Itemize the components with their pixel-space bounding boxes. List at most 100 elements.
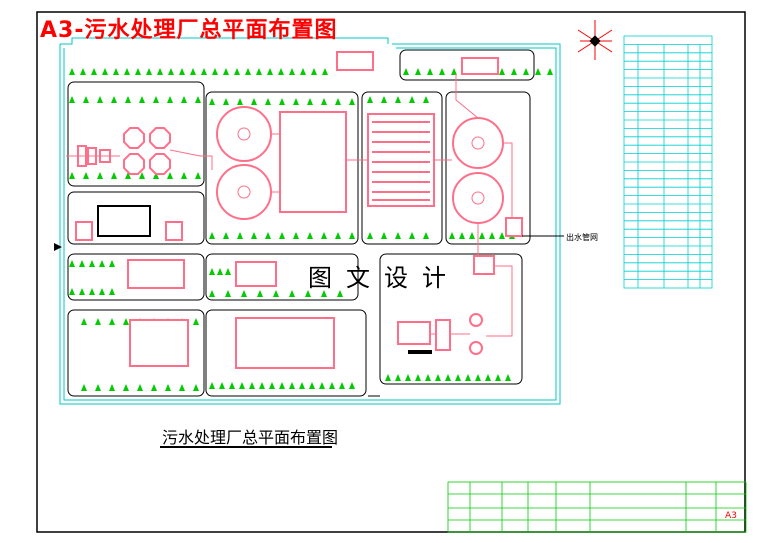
tree-icon <box>217 268 223 275</box>
page-title: A3-污水处理厂总平面布置图 <box>40 18 338 43</box>
tree-icon <box>321 232 327 239</box>
tree-icon <box>279 232 285 239</box>
serpentine-baffles <box>372 121 430 201</box>
tree-icon <box>79 288 85 295</box>
tree-icon <box>79 260 85 267</box>
tree-icon <box>113 68 119 75</box>
tree-icon <box>83 172 89 179</box>
tree-icon <box>157 68 163 75</box>
tree-icon <box>335 98 341 105</box>
tree-icon <box>223 232 229 239</box>
title-block-scale: A3 <box>725 511 737 520</box>
tree-icon <box>241 290 247 297</box>
tree-icon <box>223 98 229 105</box>
tree-icon <box>305 290 311 297</box>
tree-icon <box>321 98 327 105</box>
tree-icon <box>97 96 103 103</box>
tree-icon <box>469 232 475 239</box>
tree-icon <box>311 68 317 75</box>
grit-chamber-2 <box>149 127 171 149</box>
tree-icon <box>319 382 325 389</box>
tree-icon <box>395 232 401 239</box>
tree-icon <box>511 68 517 75</box>
tree-icon <box>267 68 273 75</box>
tree-icon <box>423 232 429 239</box>
tree-icon <box>367 96 373 103</box>
tree-icon <box>265 232 271 239</box>
tree-icon <box>165 384 171 391</box>
tree-icon <box>423 96 429 103</box>
tree-icon <box>124 68 130 75</box>
tree-icon <box>193 318 199 325</box>
tree-icon <box>451 68 457 75</box>
sludge-pump <box>435 319 451 351</box>
tree-icon <box>195 96 201 103</box>
tree-icon <box>505 374 511 381</box>
tree-icon <box>475 374 481 381</box>
tree-icon <box>409 232 415 239</box>
tree-icon <box>289 290 295 297</box>
tree-icon <box>95 318 101 325</box>
tree-icon <box>321 290 327 297</box>
north-arrow <box>577 20 613 60</box>
tree-icon <box>455 374 461 381</box>
sludge-tank-1 <box>469 313 483 327</box>
tree-icon <box>289 382 295 389</box>
pump-house-lower <box>473 255 495 275</box>
tree-icon <box>278 68 284 75</box>
black-marker <box>408 350 432 354</box>
tree-icon <box>427 68 433 75</box>
tree-icon <box>307 98 313 105</box>
tree-icon <box>495 374 501 381</box>
equipment-table <box>623 35 713 289</box>
tree-icon <box>69 172 75 179</box>
grit-chamber-3 <box>123 153 145 175</box>
tree-icon <box>81 384 87 391</box>
tree-icon <box>139 172 145 179</box>
outlet-label: 出水管网 <box>566 233 598 242</box>
tree-icon <box>212 68 218 75</box>
tree-icon <box>307 232 313 239</box>
tree-icon <box>146 68 152 75</box>
tree-icon <box>449 232 455 239</box>
tree-icon <box>99 288 105 295</box>
tree-icon <box>349 98 355 105</box>
tree-icon <box>139 96 145 103</box>
canteen <box>129 319 189 367</box>
tree-icon <box>322 68 328 75</box>
tree-icon <box>209 290 215 297</box>
road-network <box>67 49 535 397</box>
tree-icon <box>445 374 451 381</box>
tree-icon <box>349 382 355 389</box>
tree-icon <box>395 374 401 381</box>
sludge-tank-2 <box>469 341 483 355</box>
tree-icon <box>190 68 196 75</box>
tree-icon <box>425 374 431 381</box>
tree-icon <box>415 374 421 381</box>
scale-label: A3 <box>725 511 737 520</box>
drawing-caption: 污水处理厂总平面布置图 <box>162 428 339 447</box>
tree-icon <box>109 260 115 267</box>
aeration-tank <box>279 111 347 213</box>
primary-clarifier-2 <box>216 164 272 220</box>
tree-icon <box>523 68 529 75</box>
tree-icon <box>229 382 235 389</box>
tree-icon <box>109 318 115 325</box>
tree-icon <box>309 382 315 389</box>
tree-icon <box>223 68 229 75</box>
tree-icon <box>367 232 373 239</box>
tree-icon <box>95 384 101 391</box>
tree-icon <box>395 96 401 103</box>
tree-planting <box>69 68 553 391</box>
tree-icon <box>337 290 343 297</box>
tree-icon <box>209 98 215 105</box>
tree-icon <box>289 68 295 75</box>
tree-icon <box>123 384 129 391</box>
tree-icon <box>249 382 255 389</box>
clarifier-centers <box>237 127 485 205</box>
caption-underline <box>160 446 332 448</box>
tree-icon <box>293 232 299 239</box>
tree-icon <box>125 172 131 179</box>
tree-icon <box>279 382 285 389</box>
